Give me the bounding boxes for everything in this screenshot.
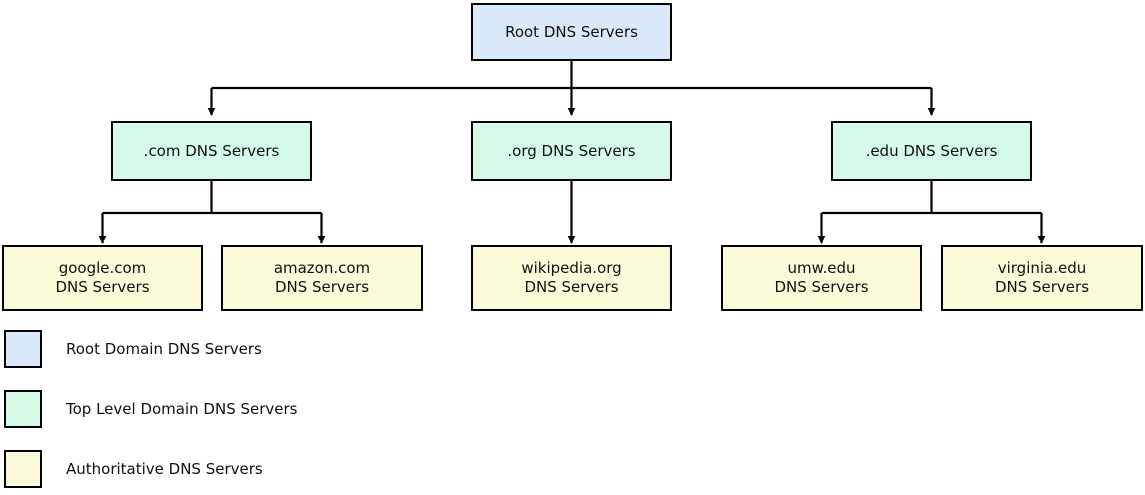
node-wikipedia-dns-label: wikipedia.org DNS Servers — [521, 259, 622, 296]
node-virginia-dns-label: virginia.edu DNS Servers — [994, 259, 1090, 296]
node-root-dns-label: Root DNS Servers — [505, 22, 638, 41]
node-virginia-dns[interactable]: virginia.edu DNS Servers — [941, 245, 1143, 311]
node-edu-dns[interactable]: .edu DNS Servers — [831, 121, 1032, 181]
node-umw-dns-label: umw.edu DNS Servers — [774, 259, 869, 296]
edge-com-to-leaves-group — [98, 181, 326, 244]
legend-item-root: Root Domain DNS Servers — [4, 330, 262, 368]
legend-swatch-authoritative-icon — [4, 450, 42, 488]
legend-swatch-root-icon — [4, 330, 42, 368]
node-amazon-dns-label: amazon.com DNS Servers — [273, 259, 371, 296]
node-wikipedia-dns[interactable]: wikipedia.org DNS Servers — [471, 245, 672, 311]
legend-swatch-tld-icon — [4, 390, 42, 428]
node-google-dns-label: google.com DNS Servers — [55, 259, 150, 296]
edge-edu-to-leaves-group — [817, 181, 1046, 244]
node-org-dns[interactable]: .org DNS Servers — [471, 121, 672, 181]
legend-label-authoritative: Authoritative DNS Servers — [66, 460, 263, 478]
node-google-dns[interactable]: google.com DNS Servers — [2, 245, 203, 311]
node-root-dns[interactable]: Root DNS Servers — [471, 3, 672, 61]
node-com-dns-label: .com DNS Servers — [143, 141, 280, 160]
legend-label-root: Root Domain DNS Servers — [66, 340, 262, 358]
node-org-dns-label: .org DNS Servers — [507, 141, 636, 160]
legend-item-tld: Top Level Domain DNS Servers — [4, 390, 297, 428]
node-umw-dns[interactable]: umw.edu DNS Servers — [721, 245, 922, 311]
node-edu-dns-label: .edu DNS Servers — [865, 141, 998, 160]
node-amazon-dns[interactable]: amazon.com DNS Servers — [221, 245, 423, 311]
legend-label-tld: Top Level Domain DNS Servers — [66, 400, 298, 418]
legend-item-authoritative: Authoritative DNS Servers — [4, 450, 263, 488]
edge-root-to-tld-group — [207, 61, 936, 116]
node-com-dns[interactable]: .com DNS Servers — [111, 121, 312, 181]
